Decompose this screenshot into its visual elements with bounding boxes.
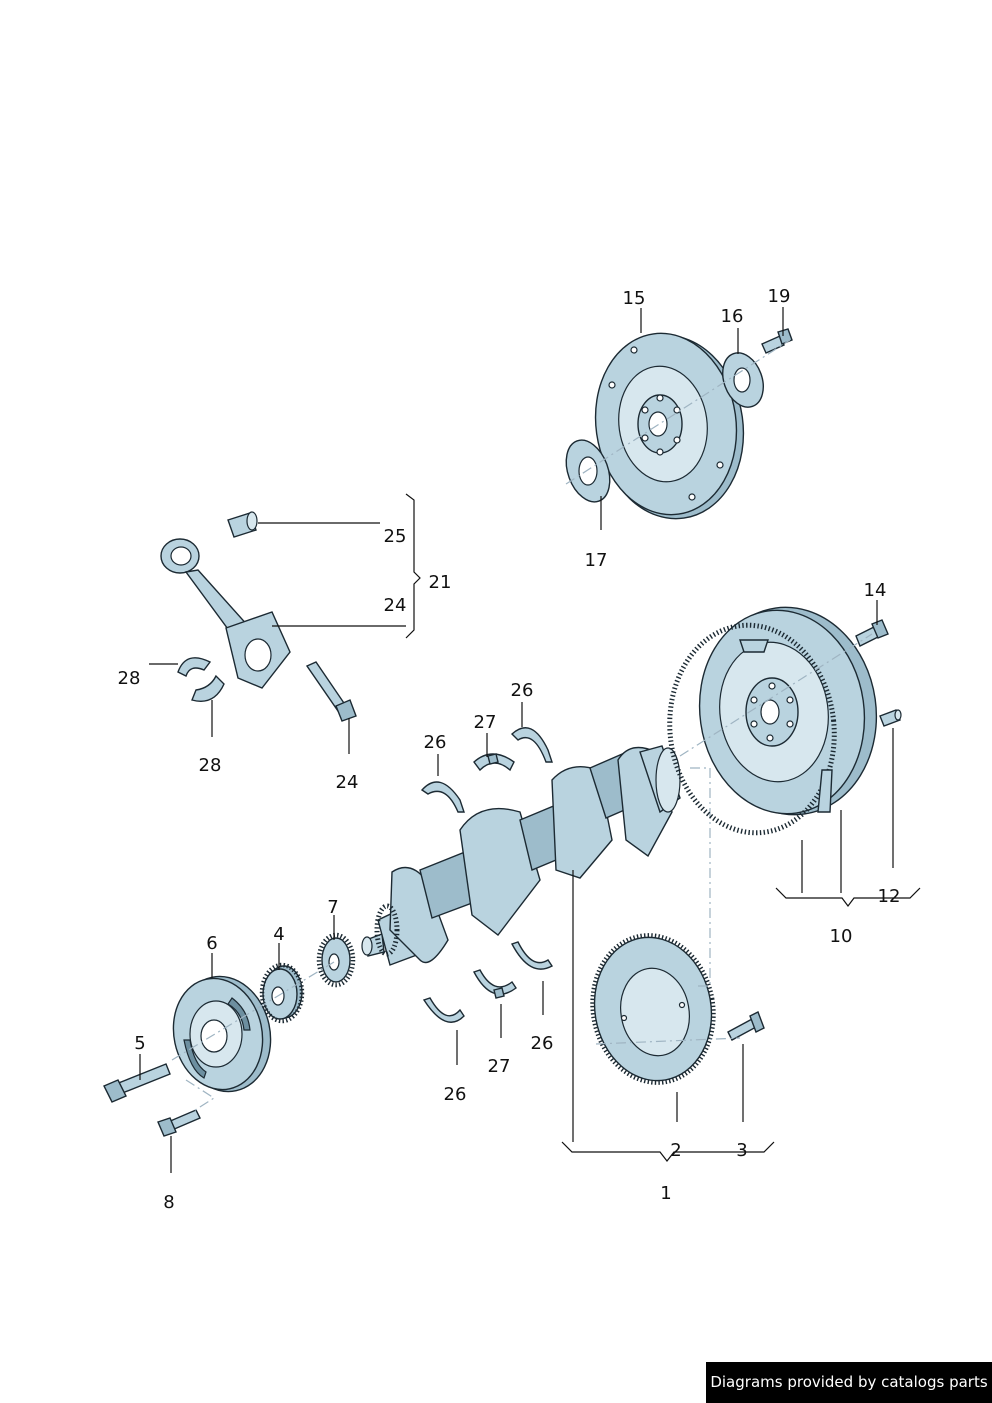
callout-25: 25 bbox=[384, 526, 407, 547]
callout-15: 15 bbox=[623, 288, 646, 309]
callout-labels: 1 2 3 4 5 6 7 8 10 12 14 15 16 17 19 21 … bbox=[118, 286, 901, 1213]
callout-26-upper-left: 26 bbox=[424, 732, 447, 753]
crankshaft bbox=[361, 745, 681, 966]
callout-12: 12 bbox=[878, 886, 901, 907]
callout-5: 5 bbox=[134, 1033, 145, 1054]
leader-lines bbox=[139, 307, 894, 1173]
part-28-bearing-shells bbox=[177, 657, 225, 702]
callout-1: 1 bbox=[660, 1183, 671, 1204]
part-2-drive-plate bbox=[590, 933, 716, 1085]
part-3-bolt bbox=[727, 1011, 765, 1041]
part-26-thrust-washer-c bbox=[422, 997, 465, 1023]
part-10-flywheel bbox=[667, 606, 878, 836]
part-8-bolt bbox=[157, 1109, 201, 1137]
part-26-thrust-washer-b bbox=[510, 727, 553, 763]
callout-6: 6 bbox=[206, 933, 217, 954]
callout-28-lower: 28 bbox=[199, 755, 222, 776]
part-16-shim bbox=[722, 352, 764, 408]
part-14-bolt bbox=[855, 619, 889, 647]
callout-10: 10 bbox=[830, 926, 853, 947]
callout-17: 17 bbox=[585, 550, 608, 571]
part-15-drive-plate bbox=[594, 332, 745, 520]
part-27-bearing-shell-a bbox=[473, 753, 515, 772]
callout-7: 7 bbox=[327, 897, 338, 918]
group-bracket-10 bbox=[775, 887, 921, 907]
part-25-bushing bbox=[227, 511, 258, 538]
callout-8: 8 bbox=[163, 1192, 174, 1213]
part-26-thrust-washer-d bbox=[510, 941, 554, 970]
callout-26-lower-right: 26 bbox=[531, 1033, 554, 1054]
callout-26-upper-right: 26 bbox=[511, 680, 534, 701]
part-6-pulley bbox=[172, 975, 272, 1093]
group-bracket-21 bbox=[405, 493, 421, 639]
callout-27-upper: 27 bbox=[474, 712, 497, 733]
crank-gear-rim bbox=[374, 903, 400, 957]
callout-24-rod: 24 bbox=[384, 595, 407, 616]
callout-19: 19 bbox=[768, 286, 791, 307]
callout-3: 3 bbox=[736, 1140, 747, 1161]
callout-21: 21 bbox=[429, 572, 452, 593]
callout-2: 2 bbox=[670, 1140, 681, 1161]
callout-4: 4 bbox=[273, 924, 284, 945]
part-24-connecting-rod bbox=[160, 538, 291, 689]
part-7-sprocket bbox=[316, 932, 356, 988]
part-24-rod-bolt bbox=[305, 661, 357, 722]
part-5-bolt bbox=[103, 1063, 171, 1103]
part-26-thrust-washer-a bbox=[420, 781, 465, 813]
callout-26-lower-left: 26 bbox=[444, 1084, 467, 1105]
part-19-bolt bbox=[761, 328, 793, 354]
callout-16: 16 bbox=[721, 306, 744, 327]
callout-14: 14 bbox=[864, 580, 887, 601]
part-12-dowel-pin bbox=[879, 709, 902, 727]
part-4-gear bbox=[259, 962, 305, 1024]
callout-28-upper: 28 bbox=[118, 668, 141, 689]
group-bracket-1 bbox=[561, 1141, 775, 1162]
credit-banner: Diagrams provided by catalogs parts bbox=[706, 1362, 992, 1403]
part-27-bearing-shell-b bbox=[472, 969, 517, 999]
callout-27-lower: 27 bbox=[488, 1056, 511, 1077]
part-17-shim bbox=[565, 439, 611, 503]
callout-24-bolt: 24 bbox=[336, 772, 359, 793]
